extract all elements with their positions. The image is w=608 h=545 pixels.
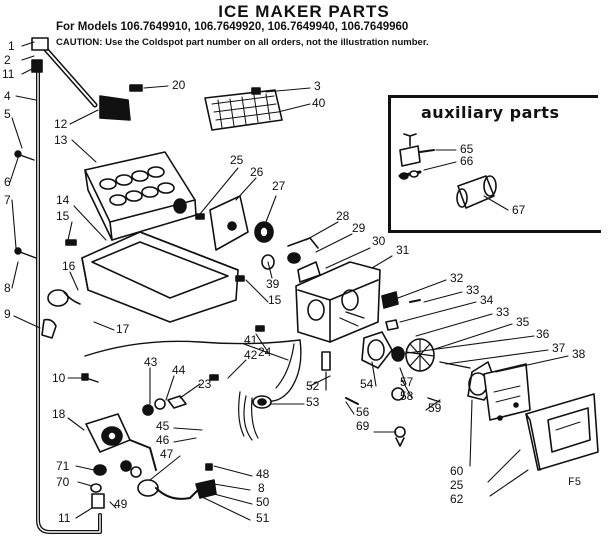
callout-14: 14 bbox=[56, 193, 70, 207]
callout-53: 53 bbox=[306, 395, 320, 409]
callout-41: 41 bbox=[244, 333, 258, 347]
callout-8: 8 bbox=[4, 281, 11, 295]
left-screws bbox=[14, 150, 99, 383]
callout-51: 51 bbox=[256, 511, 270, 525]
callout-30: 30 bbox=[372, 234, 386, 248]
callout-17: 17 bbox=[116, 322, 130, 336]
fill-tube-assembly bbox=[31, 37, 102, 534]
callout-71: 71 bbox=[56, 459, 70, 473]
callout-56: 56 bbox=[356, 405, 370, 419]
callout-37: 37 bbox=[552, 341, 566, 355]
callout-23: 23 bbox=[198, 377, 212, 391]
callout-32: 32 bbox=[450, 271, 464, 285]
callout-12: 12 bbox=[54, 117, 68, 131]
callout-62: 62 bbox=[450, 492, 464, 506]
leader-lines bbox=[9, 41, 569, 521]
callout-4: 4 bbox=[4, 89, 11, 103]
callout-13: 13 bbox=[54, 133, 68, 147]
model-numbers: For Models 106.7649910, 106.7649920, 106… bbox=[56, 21, 409, 33]
callout-28: 28 bbox=[336, 209, 350, 223]
callout-5: 5 bbox=[4, 107, 11, 121]
control-housing bbox=[295, 261, 381, 343]
screw-20 bbox=[129, 84, 143, 92]
callout-25-lower: 25 bbox=[450, 478, 464, 492]
callout-1: 1 bbox=[8, 39, 15, 53]
callout-57: 57 bbox=[400, 375, 414, 389]
misc-small-parts bbox=[345, 387, 441, 447]
callout-42: 42 bbox=[244, 348, 258, 362]
auxiliary-box-top-rule bbox=[388, 95, 598, 98]
callout-11: 11 bbox=[2, 67, 15, 81]
shutoff-arm-linkage bbox=[261, 237, 321, 283]
callout-43: 43 bbox=[144, 355, 158, 369]
callout-39: 39 bbox=[266, 277, 280, 291]
callout-48: 48 bbox=[256, 467, 270, 481]
callout-29: 29 bbox=[352, 221, 366, 235]
callout-18: 18 bbox=[52, 407, 66, 421]
callout-11-lower: 11 bbox=[58, 511, 71, 525]
auxiliary-parts-drawings bbox=[398, 133, 497, 209]
callout-36: 36 bbox=[536, 327, 550, 341]
callout-27: 27 bbox=[272, 179, 286, 193]
callout-3: 3 bbox=[314, 79, 321, 93]
callout-15: 15 bbox=[56, 209, 70, 223]
callout-70: 70 bbox=[56, 475, 70, 489]
callout-38: 38 bbox=[572, 347, 586, 361]
ice-mold-tray bbox=[84, 95, 197, 241]
callout-20: 20 bbox=[172, 78, 186, 92]
callout-46: 46 bbox=[156, 433, 170, 447]
callout-49: 49 bbox=[114, 497, 128, 511]
callout-8-lower: 8 bbox=[258, 481, 265, 495]
callout-25: 25 bbox=[230, 153, 244, 167]
auxiliary-parts-box bbox=[388, 95, 601, 233]
callout-52: 52 bbox=[306, 379, 320, 393]
callout-65: 65 bbox=[460, 142, 474, 156]
callout-33-second: 33 bbox=[496, 305, 510, 319]
callout-26: 26 bbox=[250, 165, 264, 179]
callout-58: 58 bbox=[400, 389, 414, 403]
auxiliary-parts-title: auxiliary parts bbox=[421, 103, 560, 122]
callout-44: 44 bbox=[172, 363, 186, 377]
callout-2: 2 bbox=[4, 53, 11, 67]
callout-16: 16 bbox=[62, 259, 76, 273]
mold-support-and-gear bbox=[195, 195, 274, 251]
callout-60: 60 bbox=[450, 464, 464, 478]
callout-45: 45 bbox=[156, 419, 170, 433]
caution-note: CAUTION: Use the Coldspot part number on… bbox=[56, 37, 429, 48]
timer-motor-parts bbox=[361, 291, 531, 421]
callout-6: 6 bbox=[4, 175, 11, 189]
callout-15-right: 15 bbox=[268, 293, 282, 307]
callout-35: 35 bbox=[516, 315, 530, 329]
callout-24: 24 bbox=[258, 345, 272, 359]
callout-33: 33 bbox=[466, 283, 480, 297]
callout-67: 67 bbox=[512, 203, 526, 217]
callout-40: 40 bbox=[312, 96, 326, 110]
callout-50: 50 bbox=[256, 495, 270, 509]
figure-code: F5 bbox=[568, 477, 582, 489]
ice-maker-housing bbox=[65, 231, 245, 323]
callout-54: 54 bbox=[360, 377, 374, 391]
callout-31: 31 bbox=[396, 243, 410, 257]
callout-59: 59 bbox=[428, 401, 442, 415]
callout-9: 9 bbox=[4, 307, 11, 321]
callout-34: 34 bbox=[480, 293, 494, 307]
callout-66: 66 bbox=[460, 154, 474, 168]
callout-47: 47 bbox=[160, 447, 174, 461]
callout-10: 10 bbox=[52, 371, 66, 385]
heater-strip bbox=[204, 87, 283, 131]
page-title: ICE MAKER PARTS bbox=[218, 2, 390, 21]
callout-7: 7 bbox=[4, 193, 11, 207]
wiring-harness bbox=[84, 325, 331, 441]
front-cover bbox=[525, 393, 599, 471]
callout-69: 69 bbox=[356, 419, 370, 433]
water-valve-assembly bbox=[85, 395, 217, 509]
